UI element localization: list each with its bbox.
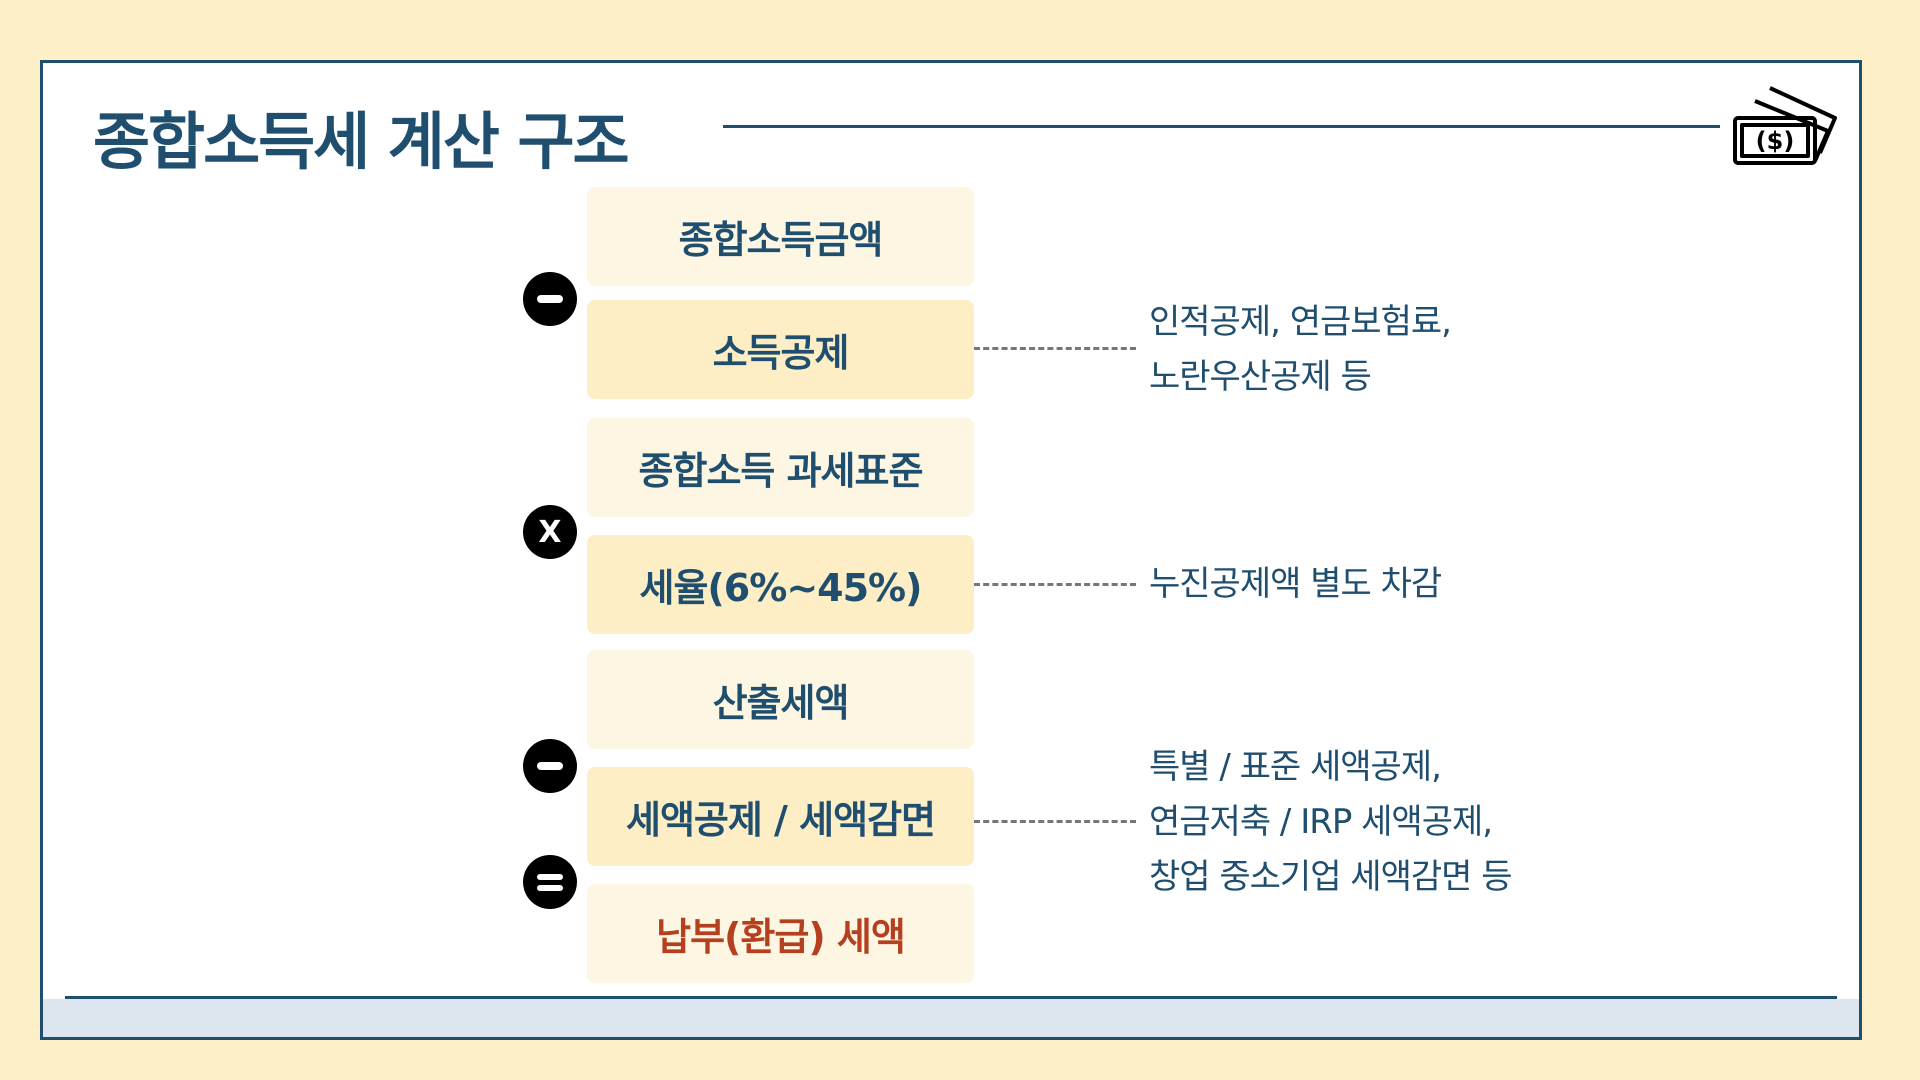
note-line: 창업 중소기업 세액감면 등 bbox=[1149, 857, 1513, 897]
note-line: 인적공제, 연금보험료, bbox=[1149, 302, 1452, 342]
connector-line bbox=[974, 583, 1136, 586]
footer-band bbox=[43, 999, 1859, 1037]
step-tax-rate: 세율(6%~45%) bbox=[587, 535, 974, 634]
page-title: 종합소득세 계산 구조 bbox=[93, 105, 630, 178]
note-deduction: 인적공제, 연금보험료, 노란우산공제 등 bbox=[1149, 295, 1452, 405]
note-rate: 누진공제액 별도 차감 bbox=[1149, 557, 1442, 612]
step-tax-credit: 세액공제 / 세액감면 bbox=[587, 767, 974, 866]
step-tax-base: 종합소득 과세표준 bbox=[587, 418, 974, 517]
note-line: 연금저축 / IRP 세액공제, bbox=[1149, 802, 1493, 842]
connector-line bbox=[974, 820, 1136, 823]
minus-icon bbox=[523, 272, 577, 326]
connector-line bbox=[974, 347, 1136, 350]
step-payable-tax: 납부(환급) 세액 bbox=[587, 884, 974, 983]
slide-frame: 종합소득세 계산 구조 ($) 종합소득금액 소득공제 종합소득 과세표준 X … bbox=[40, 60, 1862, 1040]
multiply-icon: X bbox=[523, 505, 577, 559]
title-divider bbox=[723, 125, 1720, 128]
note-credit: 특별 / 표준 세액공제, 연금저축 / IRP 세액공제, 창업 중소기업 세… bbox=[1149, 740, 1513, 905]
step-income-deduction: 소득공제 bbox=[587, 300, 974, 399]
equals-icon bbox=[523, 855, 577, 909]
note-line: 누진공제액 별도 차감 bbox=[1149, 564, 1442, 604]
svg-text:($): ($) bbox=[1756, 127, 1795, 155]
minus-icon bbox=[523, 739, 577, 793]
money-bills-icon: ($) bbox=[1733, 86, 1837, 165]
note-line: 특별 / 표준 세액공제, bbox=[1149, 747, 1442, 787]
footer-divider bbox=[65, 996, 1837, 999]
step-calculated-tax: 산출세액 bbox=[587, 650, 974, 749]
step-gross-income: 종합소득금액 bbox=[587, 187, 974, 286]
note-line: 노란우산공제 등 bbox=[1149, 357, 1372, 397]
